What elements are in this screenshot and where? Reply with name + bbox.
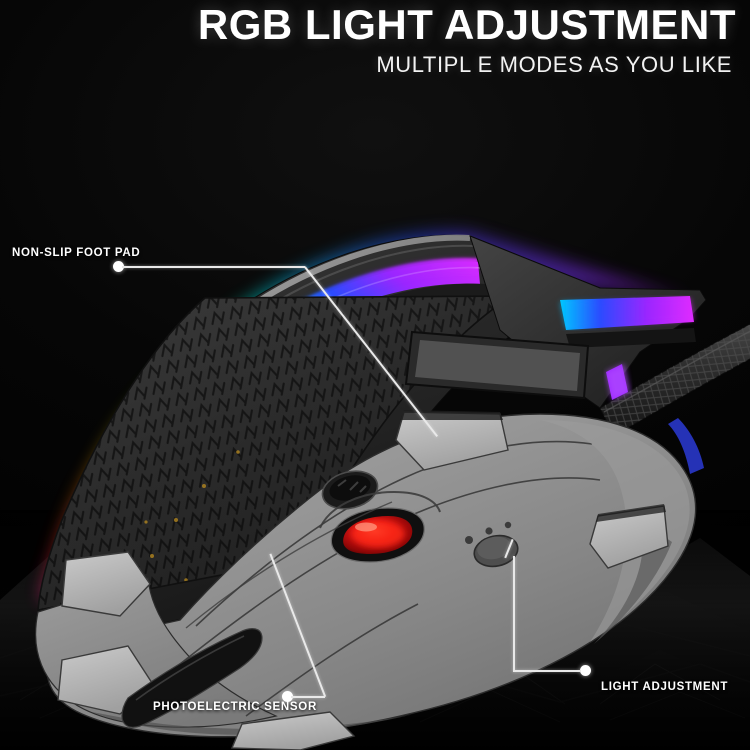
callout-label-non-slip-foot-pad: NON-SLIP FOOT PAD: [12, 247, 141, 259]
callout-dot-photoelectric-sensor: [282, 691, 293, 702]
callout-dot-light-adjustment: [580, 665, 591, 676]
callout-leader-light-adjustment-h: [513, 670, 581, 672]
callout-leader-photoelectric-sensor-h: [291, 696, 325, 698]
foot-pad: [230, 711, 356, 750]
mouse-rear-block: [404, 235, 707, 474]
indicator-dots: [465, 521, 512, 544]
screw-recess: [321, 470, 379, 510]
light-adjustment-button[interactable]: [471, 532, 520, 570]
callout-dot-non-slip-foot-pad: [113, 261, 124, 272]
callout-leader-light-adjustment-v: [513, 556, 515, 671]
callout-label-light-adjustment: LIGHT ADJUSTMENT: [601, 681, 729, 693]
photoelectric-sensor: [319, 490, 441, 563]
mouse-cable: [599, 323, 750, 437]
callout-leader-non-slip-foot-pad-h: [122, 266, 305, 268]
callout-label-photoelectric-sensor: PHOTOELECTRIC SENSOR: [153, 701, 317, 713]
shell-slot-vent: [121, 628, 263, 728]
foot-pad: [61, 551, 151, 617]
shell-parting-line: [185, 501, 393, 629]
page-subtitle: MULTIPL E MODES AS YOU LIKE: [376, 52, 732, 77]
page-title: RGB LIGHT ADJUSTMENT: [197, 1, 736, 48]
